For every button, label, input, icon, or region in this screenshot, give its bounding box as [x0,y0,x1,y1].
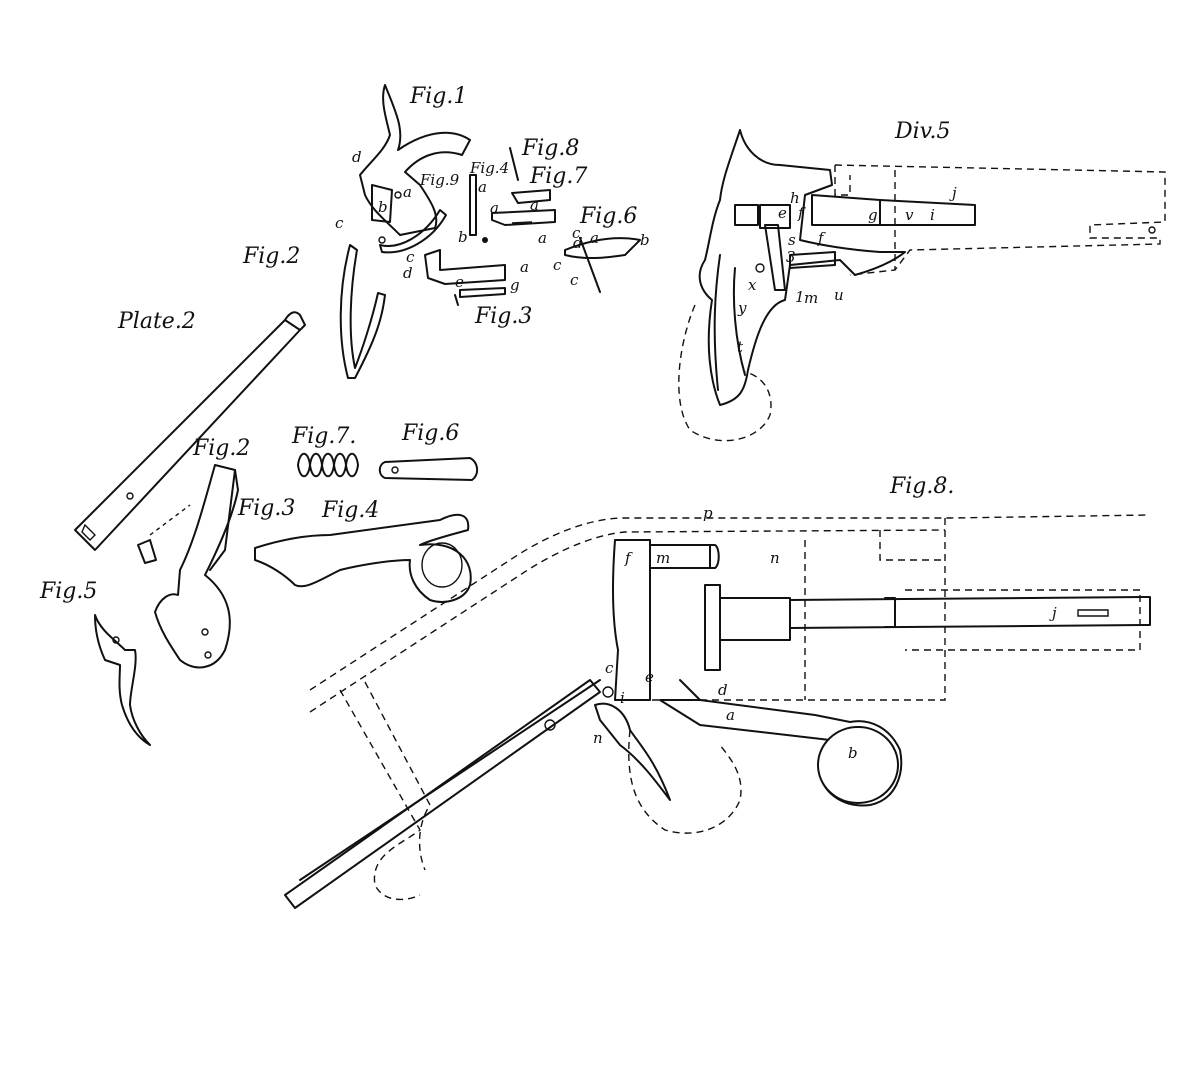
plate2-dashed-link [149,504,191,536]
plate-title: Plate.2 [117,309,196,334]
letter-f6-c2: c [553,256,562,274]
label-top-fig7: Fig.7 [529,164,587,189]
mid-fig7-spring [297,452,359,478]
label-top-fig4: Fig.4 [469,159,509,177]
letter-f8-c: c [605,659,614,677]
letter-d5-1: 1 [795,288,805,306]
letter-f2-g: g [510,276,520,294]
letter-d5-3: 3 [786,248,796,266]
mid-fig4-trigger-guard [254,513,472,603]
letter-d5-g: g [868,206,878,224]
letter-f8-d: d [718,681,728,699]
letter-f6-b: b [640,231,650,249]
fig7-slide-small [491,189,556,226]
letter-d5-j: j [949,184,957,202]
letter-f8-j: j [1049,604,1057,622]
letter-f8-i: i [620,689,625,707]
letter-f2-c: c [406,248,415,266]
letter-d5-e: e [778,204,787,222]
letter-f8-b: b [848,744,858,762]
letter-f2-d: d [403,264,413,282]
letter-d5-i: i [930,206,935,224]
letter-f8-p: p [703,504,713,522]
label-top-fig8: Fig.8 [521,136,579,161]
fig9-lever [469,147,519,243]
letter-d5-x: x [748,276,757,294]
mid-fig2-frame [154,464,239,669]
letter-d5-u: u [834,286,844,304]
fig2-frame-part [424,249,506,306]
mid-fig5-trigger [94,614,151,746]
letter-f8-m: m [656,549,670,567]
fig8-assembly [284,514,1151,909]
letter-f2-e: e [455,273,464,291]
letter-f1-d: d [352,148,362,166]
letter-f8-n2: n [593,729,603,747]
fig1-hammer-group [359,84,471,254]
label-top-fig9: Fig.9 [419,171,460,189]
letter-f7-a2: a [530,196,539,214]
letter-d5-y: y [737,299,747,317]
letter-f1-a: a [403,183,412,201]
letter-d5-t: t [737,338,744,356]
letter-f1-c: c [335,214,344,232]
div5-revolver [678,129,1166,442]
label-mid-fig5: Fig.5 [39,579,97,604]
label-mid-fig3: Fig.3 [237,496,295,521]
letter-f8-e: e [645,668,654,686]
label-big-fig8: Fig.8. [889,474,954,499]
letter-f7-a: a [490,199,499,217]
letter-d5-m: m [804,289,818,307]
label-div5: Div.5 [894,119,950,144]
letter-d5-s: s [788,231,796,249]
letter-f1-b: b [378,198,388,216]
label-mid-fig7: Fig.7. [291,424,356,449]
label-mid-fig6: Fig.6 [401,421,459,446]
letter-f6-c3: c [570,271,579,289]
mid-fig6-pin [378,457,478,481]
letter-d5-f: f [797,204,806,222]
label-mid-fig4: Fig.4 [321,498,379,523]
letter-f8-f: f [624,549,633,567]
letter-f9-b: b [458,228,468,246]
fig6-lever-upper [564,237,641,293]
letter-f8-n: n [770,549,780,567]
label-top-fig2: Fig.2 [242,244,300,269]
label-top-fig1: Fig.1 [409,84,467,109]
letter-f6-a: a [590,229,599,247]
letter-mid-a: a [538,229,547,247]
fig2-spring-top [339,244,386,379]
plate2-small-block [137,539,157,564]
letter-d5-f2: f [817,229,826,247]
letter-f9-a: a [478,178,487,196]
label-top-fig3: Fig.3 [474,304,532,329]
letter-d5-v: v [905,206,914,224]
label-mid-fig2: Fig.2 [192,436,250,461]
letter-f6-c: c [572,224,581,242]
letter-d5-h: h [790,189,800,207]
letter-f8-a: a [726,706,735,724]
letter-f6-d: d [573,234,583,252]
plate2-rod [74,311,306,551]
letter-f2-a: a [520,258,529,276]
label-top-fig6: Fig.6 [579,204,637,229]
